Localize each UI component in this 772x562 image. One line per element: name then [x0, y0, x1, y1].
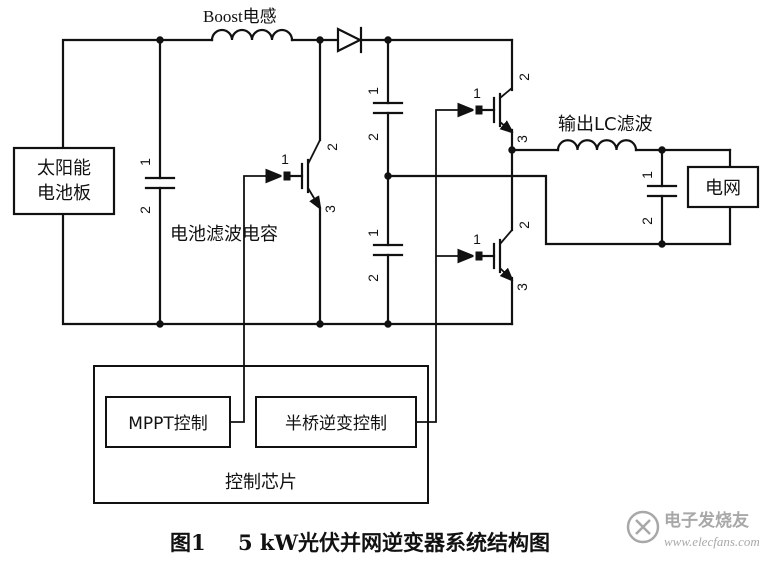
- grid-label: 电网: [705, 178, 741, 199]
- q-hi-pin-1: 1: [473, 85, 481, 101]
- c-top-pin-1: 1: [365, 87, 381, 95]
- c-in-pin-2: 2: [137, 206, 153, 214]
- dc-link-capacitor-bottom: 1 2: [365, 229, 404, 282]
- mppt-control-block: MPPT控制: [105, 396, 231, 448]
- q-hi-pin-2: 2: [516, 73, 532, 81]
- boost-switch: 1 2 3: [281, 139, 340, 213]
- output-lc-label: 输出LC滤波: [558, 114, 653, 135]
- dc-link-capacitor-top: 1 2: [365, 87, 404, 141]
- battery-filter-cap-label: 电池滤波电容: [170, 224, 278, 245]
- watermark-url: www.elecfans.com: [664, 534, 760, 549]
- solar-panel-label-line2: 电池板: [37, 183, 91, 204]
- figure-title: 5 kW光伏并网逆变器系统结构图: [238, 530, 550, 555]
- mppt-control-label: MPPT控制: [128, 414, 208, 434]
- output-capacitor: 1 2: [639, 171, 678, 225]
- high-side-switch: 1 2 3: [473, 73, 532, 143]
- input-filter-capacitor: 1 2 电池滤波电容: [137, 158, 278, 245]
- control-chip-label: 控制芯片: [225, 472, 297, 493]
- q-boost-pin-3: 3: [322, 205, 338, 213]
- half-bridge-control-label: 半桥逆变控制: [285, 414, 387, 434]
- q-lo-pin-1: 1: [473, 231, 481, 247]
- boost-inductor-label: Boost电感: [203, 7, 277, 26]
- figure-number: 图1: [170, 530, 206, 555]
- q-hi-pin-3: 3: [514, 135, 530, 143]
- q-lo-pin-3: 3: [514, 283, 530, 291]
- output-lc-inductor: 输出LC滤波: [556, 114, 653, 152]
- c-bot-pin-1: 1: [365, 229, 381, 237]
- solar-panel-label-line1: 太阳能: [37, 158, 91, 179]
- boost-inductor: Boost电感: [203, 7, 294, 42]
- q-lo-pin-2: 2: [516, 221, 532, 229]
- q-boost-pin-1: 1: [281, 151, 289, 167]
- low-side-switch: 1 2 3: [473, 221, 532, 291]
- gate-drive-signals: [230, 110, 472, 423]
- solar-panel: 太阳能 电池板: [12, 146, 116, 216]
- c-out-pin-2: 2: [639, 217, 655, 225]
- grid-box: 电网: [686, 165, 760, 209]
- figure-caption: 图1 5 kW光伏并网逆变器系统结构图: [170, 530, 550, 555]
- boost-diode: [336, 26, 363, 54]
- c-out-pin-1: 1: [639, 171, 655, 179]
- watermark: 电子发烧友 www.elecfans.com: [626, 510, 760, 549]
- power-wiring: [61, 38, 732, 326]
- c-bot-pin-2: 2: [365, 274, 381, 282]
- c-in-pin-1: 1: [137, 158, 153, 166]
- half-bridge-control-block: 半桥逆变控制: [255, 396, 417, 448]
- watermark-brand: 电子发烧友: [664, 510, 749, 531]
- elecfans-logo-icon: [626, 510, 660, 544]
- q-boost-pin-2: 2: [324, 143, 340, 151]
- c-top-pin-2: 2: [365, 133, 381, 141]
- control-chip: 控制芯片: [93, 365, 429, 504]
- junction-dots: [156, 36, 666, 328]
